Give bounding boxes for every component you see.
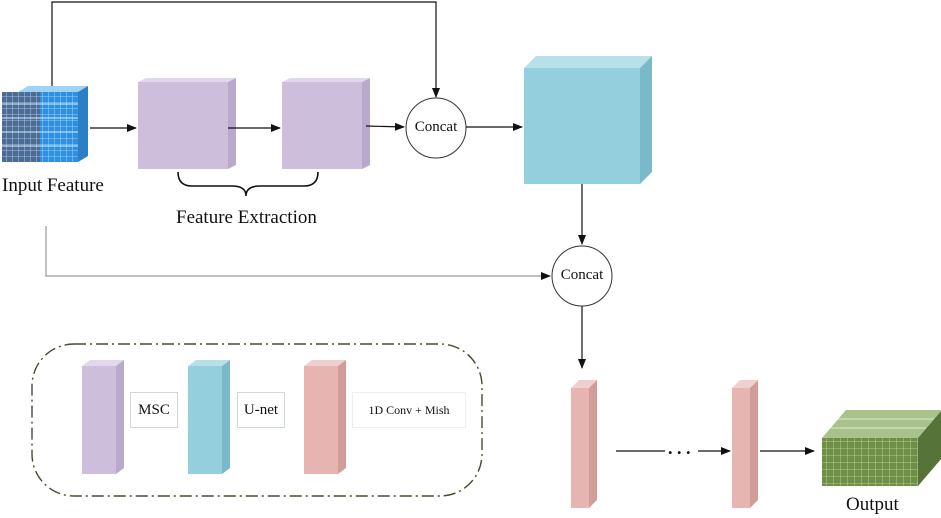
legend-msc-label: MSC [130, 392, 178, 428]
concat-node-top [405, 97, 467, 159]
legend-conv-mish-label: 1D Conv + Mish [352, 392, 466, 428]
legend-unet-swatch [188, 360, 230, 474]
concat-top-label: Concat [414, 119, 458, 135]
msc-block-2 [282, 78, 370, 169]
skip-connection-bottom [45, 226, 551, 280]
concat-bottom-label: Concat [560, 267, 604, 283]
legend-unet-label: U-net [237, 392, 285, 428]
input-feature-label: Input Feature [2, 175, 104, 196]
feature-extraction-brace [177, 171, 319, 197]
conv-mish-block-1 [571, 380, 597, 508]
feature-extraction-label: Feature Extraction [176, 207, 317, 228]
legend-conv-mish-swatch [304, 360, 346, 474]
conv-mish-block-2 [732, 380, 758, 508]
arrow-msc2-to-concat [365, 122, 405, 131]
input-feature-cube [2, 86, 88, 162]
skip-connection-top [51, 1, 440, 98]
output-label: Output [846, 494, 899, 515]
unet-block [524, 56, 652, 184]
ellipsis-label: . . . [668, 438, 691, 458]
legend-msc-swatch [82, 360, 124, 474]
legend-frame [31, 343, 483, 497]
output-cube [822, 410, 941, 486]
msc-block-1 [138, 78, 236, 169]
